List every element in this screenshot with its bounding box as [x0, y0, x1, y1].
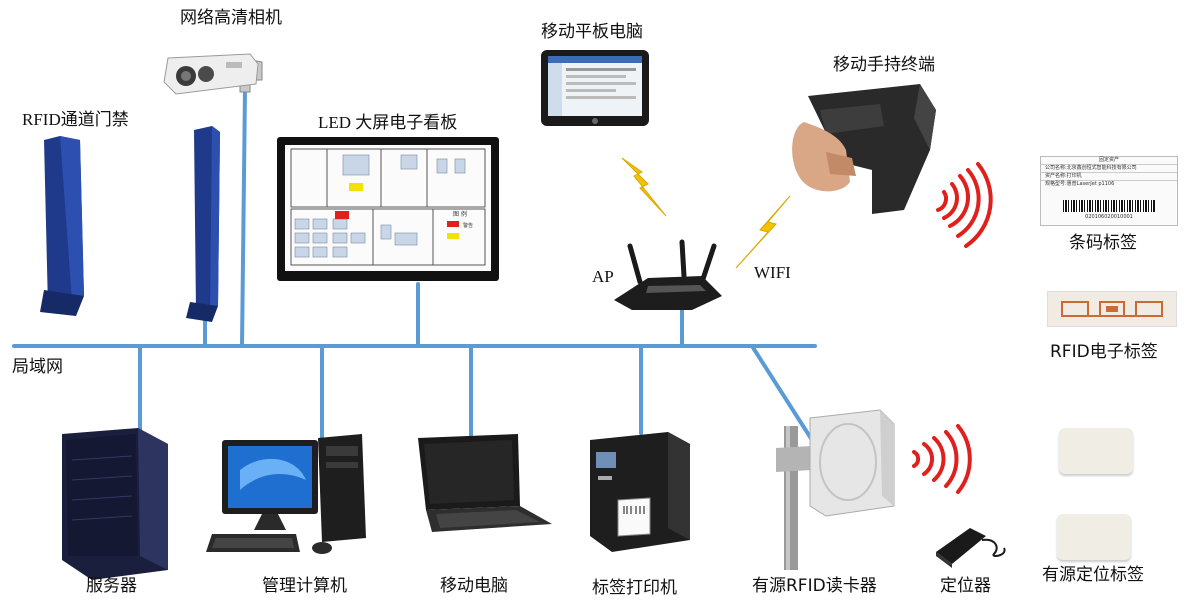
- active-tag-label: 有源定位标签: [1042, 565, 1144, 585]
- server-label: 服务器: [86, 576, 137, 596]
- antenna-pattern: [1061, 301, 1163, 317]
- locator-label: 定位器: [940, 576, 991, 596]
- led-board-screen: 图 例 警告: [277, 137, 499, 281]
- legend-item-warning: 警告: [463, 222, 473, 229]
- barcode-card-line2: 资产名称:打印机: [1041, 172, 1177, 180]
- handheld-label: 移动手持终端: [833, 55, 935, 75]
- camera-label: 网络高清相机: [180, 8, 282, 28]
- laptop-label: 移动电脑: [440, 576, 508, 596]
- barcode-icon: [1063, 200, 1155, 212]
- barcode-card-line3: 规格型号:惠普LaserJet p1106: [1041, 180, 1177, 188]
- tablet-icon: [541, 50, 649, 126]
- rfid-tag-icon: [1047, 291, 1177, 327]
- active-tag-icon: [1059, 428, 1133, 474]
- barcode-label-card: 固定资产 公司名称:北京鑫创恒式智能科技有限公司 资产名称:打印机 规格型号:惠…: [1040, 156, 1178, 226]
- rfid-gate-label: RFID通道门禁: [22, 110, 129, 129]
- active-reader-label: 有源RFID读卡器: [752, 576, 877, 596]
- legend-title: 图 例: [453, 210, 467, 218]
- barcode-card-line1: 公司名称:北京鑫创恒式智能科技有限公司: [1041, 164, 1177, 172]
- floor-plan: 图 例 警告: [290, 148, 486, 266]
- wifi-label: WIFI: [754, 263, 791, 282]
- label-printer-label: 标签打印机: [592, 578, 677, 598]
- barcode-card-header: 固定资产: [1098, 157, 1119, 163]
- mgmt-pc-label: 管理计算机: [262, 576, 347, 596]
- lightning-icon: [735, 195, 791, 269]
- ap-label: AP: [592, 267, 614, 286]
- link-reader: [750, 344, 814, 442]
- lightning-icon: [621, 157, 667, 217]
- rfid-tag-label: RFID电子标签: [1050, 342, 1158, 362]
- barcode-card-code: 020106020010001: [1085, 214, 1133, 220]
- link-camera: [240, 88, 247, 348]
- active-tag-icon: [1057, 514, 1131, 560]
- led-board-label: LED 大屏电子看板: [318, 113, 458, 132]
- tablet-label: 移动平板电脑: [541, 22, 643, 42]
- lan-label: 局域网: [12, 357, 63, 377]
- barcode-label-text: 条码标签: [1069, 233, 1137, 253]
